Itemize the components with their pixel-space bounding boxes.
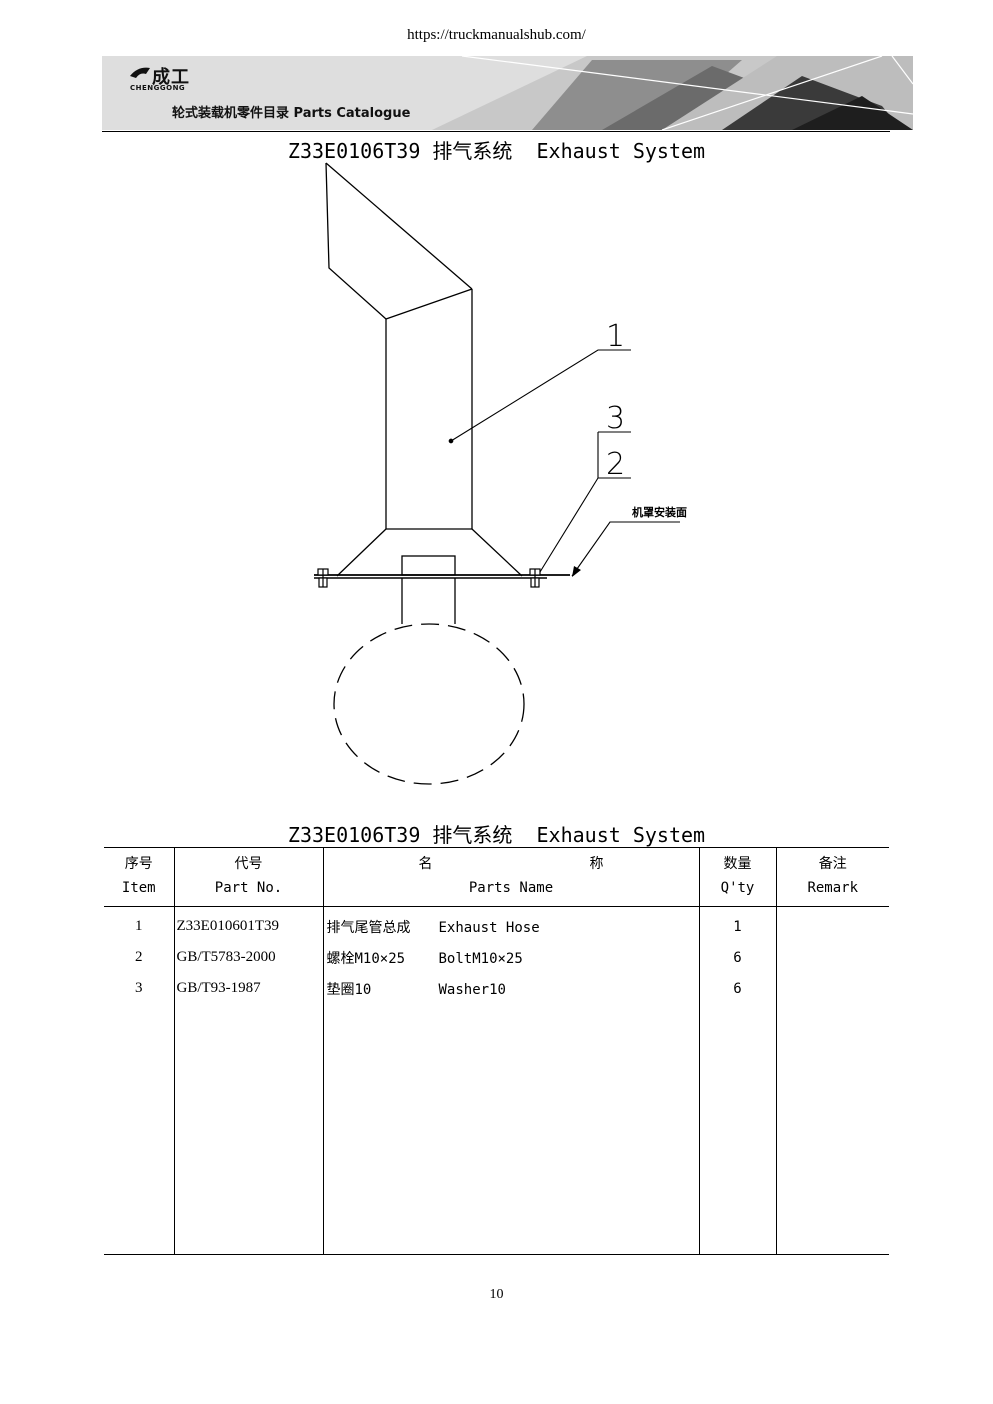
callout-3: 3 bbox=[606, 401, 625, 436]
callout-2: 2 bbox=[606, 447, 625, 482]
brand-name-en: CHENGGONG bbox=[130, 84, 186, 92]
leader-arrow-icon bbox=[572, 566, 581, 577]
pipe-top-angled-edge bbox=[325, 162, 473, 290]
catalog-title: 轮式装载机零件目录 Parts Catalogue bbox=[172, 106, 411, 121]
exhaust-system-drawing: 1 3 2 机罩安装面 bbox=[314, 162, 687, 785]
table-empty-space bbox=[104, 1004, 889, 1255]
header-rule bbox=[102, 131, 890, 132]
muffler-dashed-outline bbox=[333, 623, 525, 785]
leader-1 bbox=[450, 349, 631, 442]
bolt-left-icon bbox=[317, 568, 329, 588]
flare-right bbox=[471, 528, 523, 577]
page-number: 10 bbox=[489, 1287, 504, 1302]
source-url: https://truckmanualshub.com/ bbox=[407, 27, 586, 43]
leader-1-dot bbox=[448, 438, 454, 444]
outlet-stub-upper bbox=[401, 555, 456, 576]
header-banner: 成工 CHENGGONG 轮式装载机零件目录 Parts Catalogue bbox=[102, 56, 913, 130]
leader-surface bbox=[571, 521, 680, 577]
table-title: Z33E0106T39 排气系统 Exhaust System bbox=[287, 823, 706, 847]
leader-2 bbox=[539, 477, 631, 573]
header-parts-name: 名称 Parts Name bbox=[322, 847, 699, 907]
bolt-right-icon bbox=[529, 568, 541, 588]
banner-graphic bbox=[102, 56, 913, 130]
drawing-title: Z33E0106T39 排气系统 Exhaust System bbox=[287, 139, 706, 163]
callout-1: 1 bbox=[606, 319, 625, 354]
brand-logo-icon bbox=[130, 67, 150, 78]
pipe-top-front-edge bbox=[385, 288, 473, 320]
flare-left bbox=[336, 528, 387, 577]
pipe-top-left-edge bbox=[325, 162, 387, 320]
brand-name-cn: 成工 bbox=[152, 67, 190, 88]
hood-mounting-surface-note: 机罩安装面 bbox=[632, 505, 687, 519]
